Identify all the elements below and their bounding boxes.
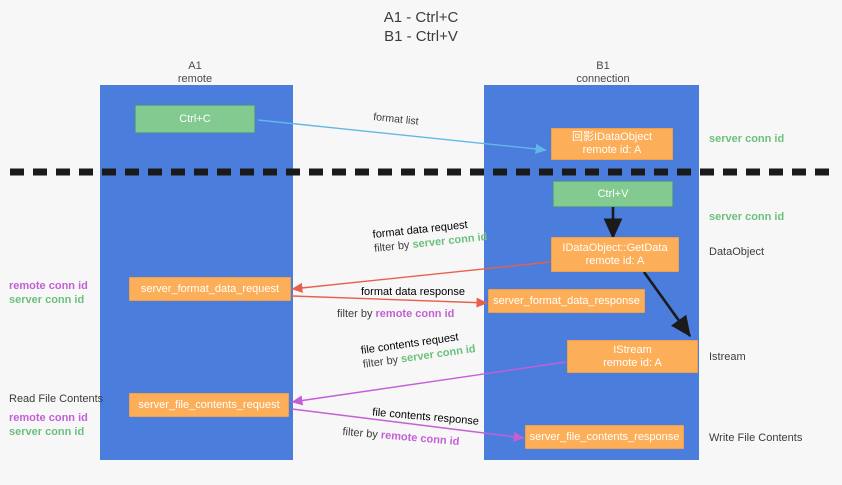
left-label-server-conn-id-2: server conn id (9, 426, 85, 438)
right-label-istream: Istream (709, 351, 746, 363)
lane-header-a1: A1 remote (177, 60, 213, 85)
arrow-file-contents-request (291, 361, 567, 406)
right-label-dataobject: DataObject (709, 246, 765, 258)
arrow-file-contents-response (291, 408, 525, 442)
node-ctrl-v: Ctrl+V (553, 181, 673, 207)
diagram-title: A1 - Ctrl+C B1 - Ctrl+V (383, 9, 459, 45)
arrow-getdata-to-istream (642, 271, 692, 338)
node-idataobject-getdata: IDataObject::GetData remote id: A (551, 237, 679, 272)
edge-label-format-data-response: format data response filter by remote co… (337, 285, 465, 321)
left-label-remote-conn-id-1: remote conn id (9, 280, 88, 292)
arrow-format-data-response (291, 295, 488, 308)
node-idataobject: 回影IDataObject remote id: A (551, 128, 673, 160)
left-label-read-file-contents: Read File Contents (9, 393, 104, 405)
arrow-format-data-request (291, 261, 551, 293)
right-label-server-conn-id-top: server conn id (709, 133, 785, 145)
right-label-server-conn-id-mid: server conn id (709, 211, 785, 223)
node-istream: IStream remote id: A (567, 340, 698, 373)
lane-header-b1: B1 connection (576, 60, 630, 85)
node-ctrl-c: Ctrl+C (135, 105, 255, 133)
node-server-file-contents-request: server_file_contents_request (129, 393, 289, 417)
node-server-format-data-response: server_format_data_response (488, 289, 645, 313)
left-label-remote-conn-id-2: remote conn id (9, 412, 88, 424)
edge-label-format-data-response-filter: filter by remote conn id (337, 308, 455, 320)
edge-label-format-data-response-title: format data response (361, 286, 465, 298)
arrow-format-list (257, 119, 547, 154)
node-server-format-data-request: server_format_data_request (129, 277, 291, 301)
left-label-server-conn-id-1: server conn id (9, 294, 85, 306)
right-label-write-file-contents: Write File Contents (709, 432, 803, 444)
node-server-file-contents-response: server_file_contents_response (525, 425, 684, 449)
